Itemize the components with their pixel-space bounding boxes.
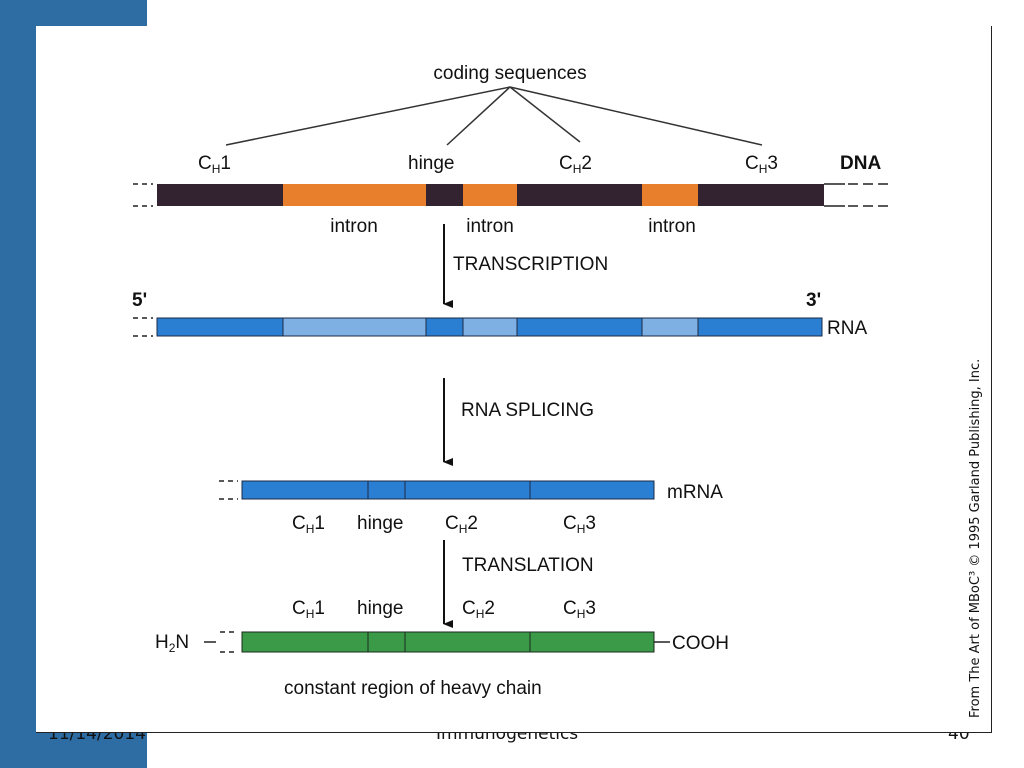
dna-ch1-label: CH1 (198, 153, 231, 176)
heavy-chain-diagram: coding sequences CH1 hinge CH2 CH3 DNA i… (132, 63, 890, 699)
intron-label-3: intron (648, 216, 696, 237)
n-terminus-label: H2N (155, 632, 189, 655)
mrna-hinge (367, 480, 406, 500)
dna-exon-hinge (426, 184, 463, 206)
intron-label-2: intron (466, 216, 514, 237)
dna-strand (133, 183, 890, 207)
mrna-ch1-label: CH1 (292, 513, 325, 536)
protein-ch2-label: CH2 (462, 598, 495, 621)
rna-intron-3 (641, 317, 699, 337)
dna-exon-ch1 (157, 184, 283, 206)
mrna-label: mRNA (667, 482, 723, 503)
dna-intron-3 (642, 184, 698, 206)
transcription-label: TRANSCRIPTION (453, 254, 608, 275)
protein-ch1 (241, 631, 369, 653)
mrna-hinge-label: hinge (357, 513, 404, 534)
dna-label: DNA (840, 153, 881, 174)
dna-exon-ch3 (698, 184, 824, 206)
dna-intron-2 (463, 184, 517, 206)
mrna-strand (219, 480, 655, 500)
dna-ch3-label: CH3 (745, 153, 778, 176)
rna-label: RNA (827, 318, 867, 339)
protein-caption: constant region of heavy chain (284, 678, 542, 699)
rna-intron-1 (282, 317, 427, 337)
dna-exon-ch2 (517, 184, 642, 206)
mrna-ch2 (404, 480, 531, 500)
three-prime-label: 3' (806, 290, 821, 311)
protein-ch3-label: CH3 (563, 598, 596, 621)
rna-strand (133, 317, 823, 337)
figure-panel: coding sequences CH1 hinge CH2 CH3 DNA i… (36, 26, 992, 733)
pointer-ch2 (509, 86, 581, 143)
c-terminus-label: COOH (672, 633, 729, 654)
pointer-hinge (446, 86, 511, 146)
rna-exon-hinge (425, 317, 464, 337)
rna-intron-2 (462, 317, 518, 337)
translation-label: TRANSLATION (462, 555, 594, 576)
rna-exon-ch1 (156, 317, 284, 337)
mrna-ch3-label: CH3 (563, 513, 596, 536)
protein-ch1-label: CH1 (292, 598, 325, 621)
five-prime-label: 5' (132, 290, 147, 311)
copyright-credit: From The Art of MBoC³ © 1995 Garland Pub… (968, 358, 983, 718)
protein-chain (204, 631, 670, 653)
protein-hinge-label: hinge (357, 598, 404, 619)
protein-ch2 (404, 631, 531, 653)
dna-ch2-label: CH2 (559, 153, 592, 176)
mrna-ch3 (529, 480, 655, 500)
dna-hinge-label: hinge (408, 153, 455, 174)
rna-exon-ch2 (516, 317, 643, 337)
mrna-ch1 (241, 480, 369, 500)
splicing-label: RNA SPLICING (461, 400, 594, 421)
rna-exon-ch3 (697, 317, 823, 337)
intron-label-1: intron (330, 216, 378, 237)
pointer-ch3 (509, 86, 763, 146)
mrna-ch2-label: CH2 (445, 513, 478, 536)
dna-intron-1 (283, 184, 426, 206)
protein-ch3 (529, 631, 655, 653)
protein-hinge (367, 631, 406, 653)
pointer-ch1 (225, 86, 511, 146)
coding-sequences-label: coding sequences (433, 63, 586, 84)
coding-sequence-pointers (225, 86, 763, 146)
